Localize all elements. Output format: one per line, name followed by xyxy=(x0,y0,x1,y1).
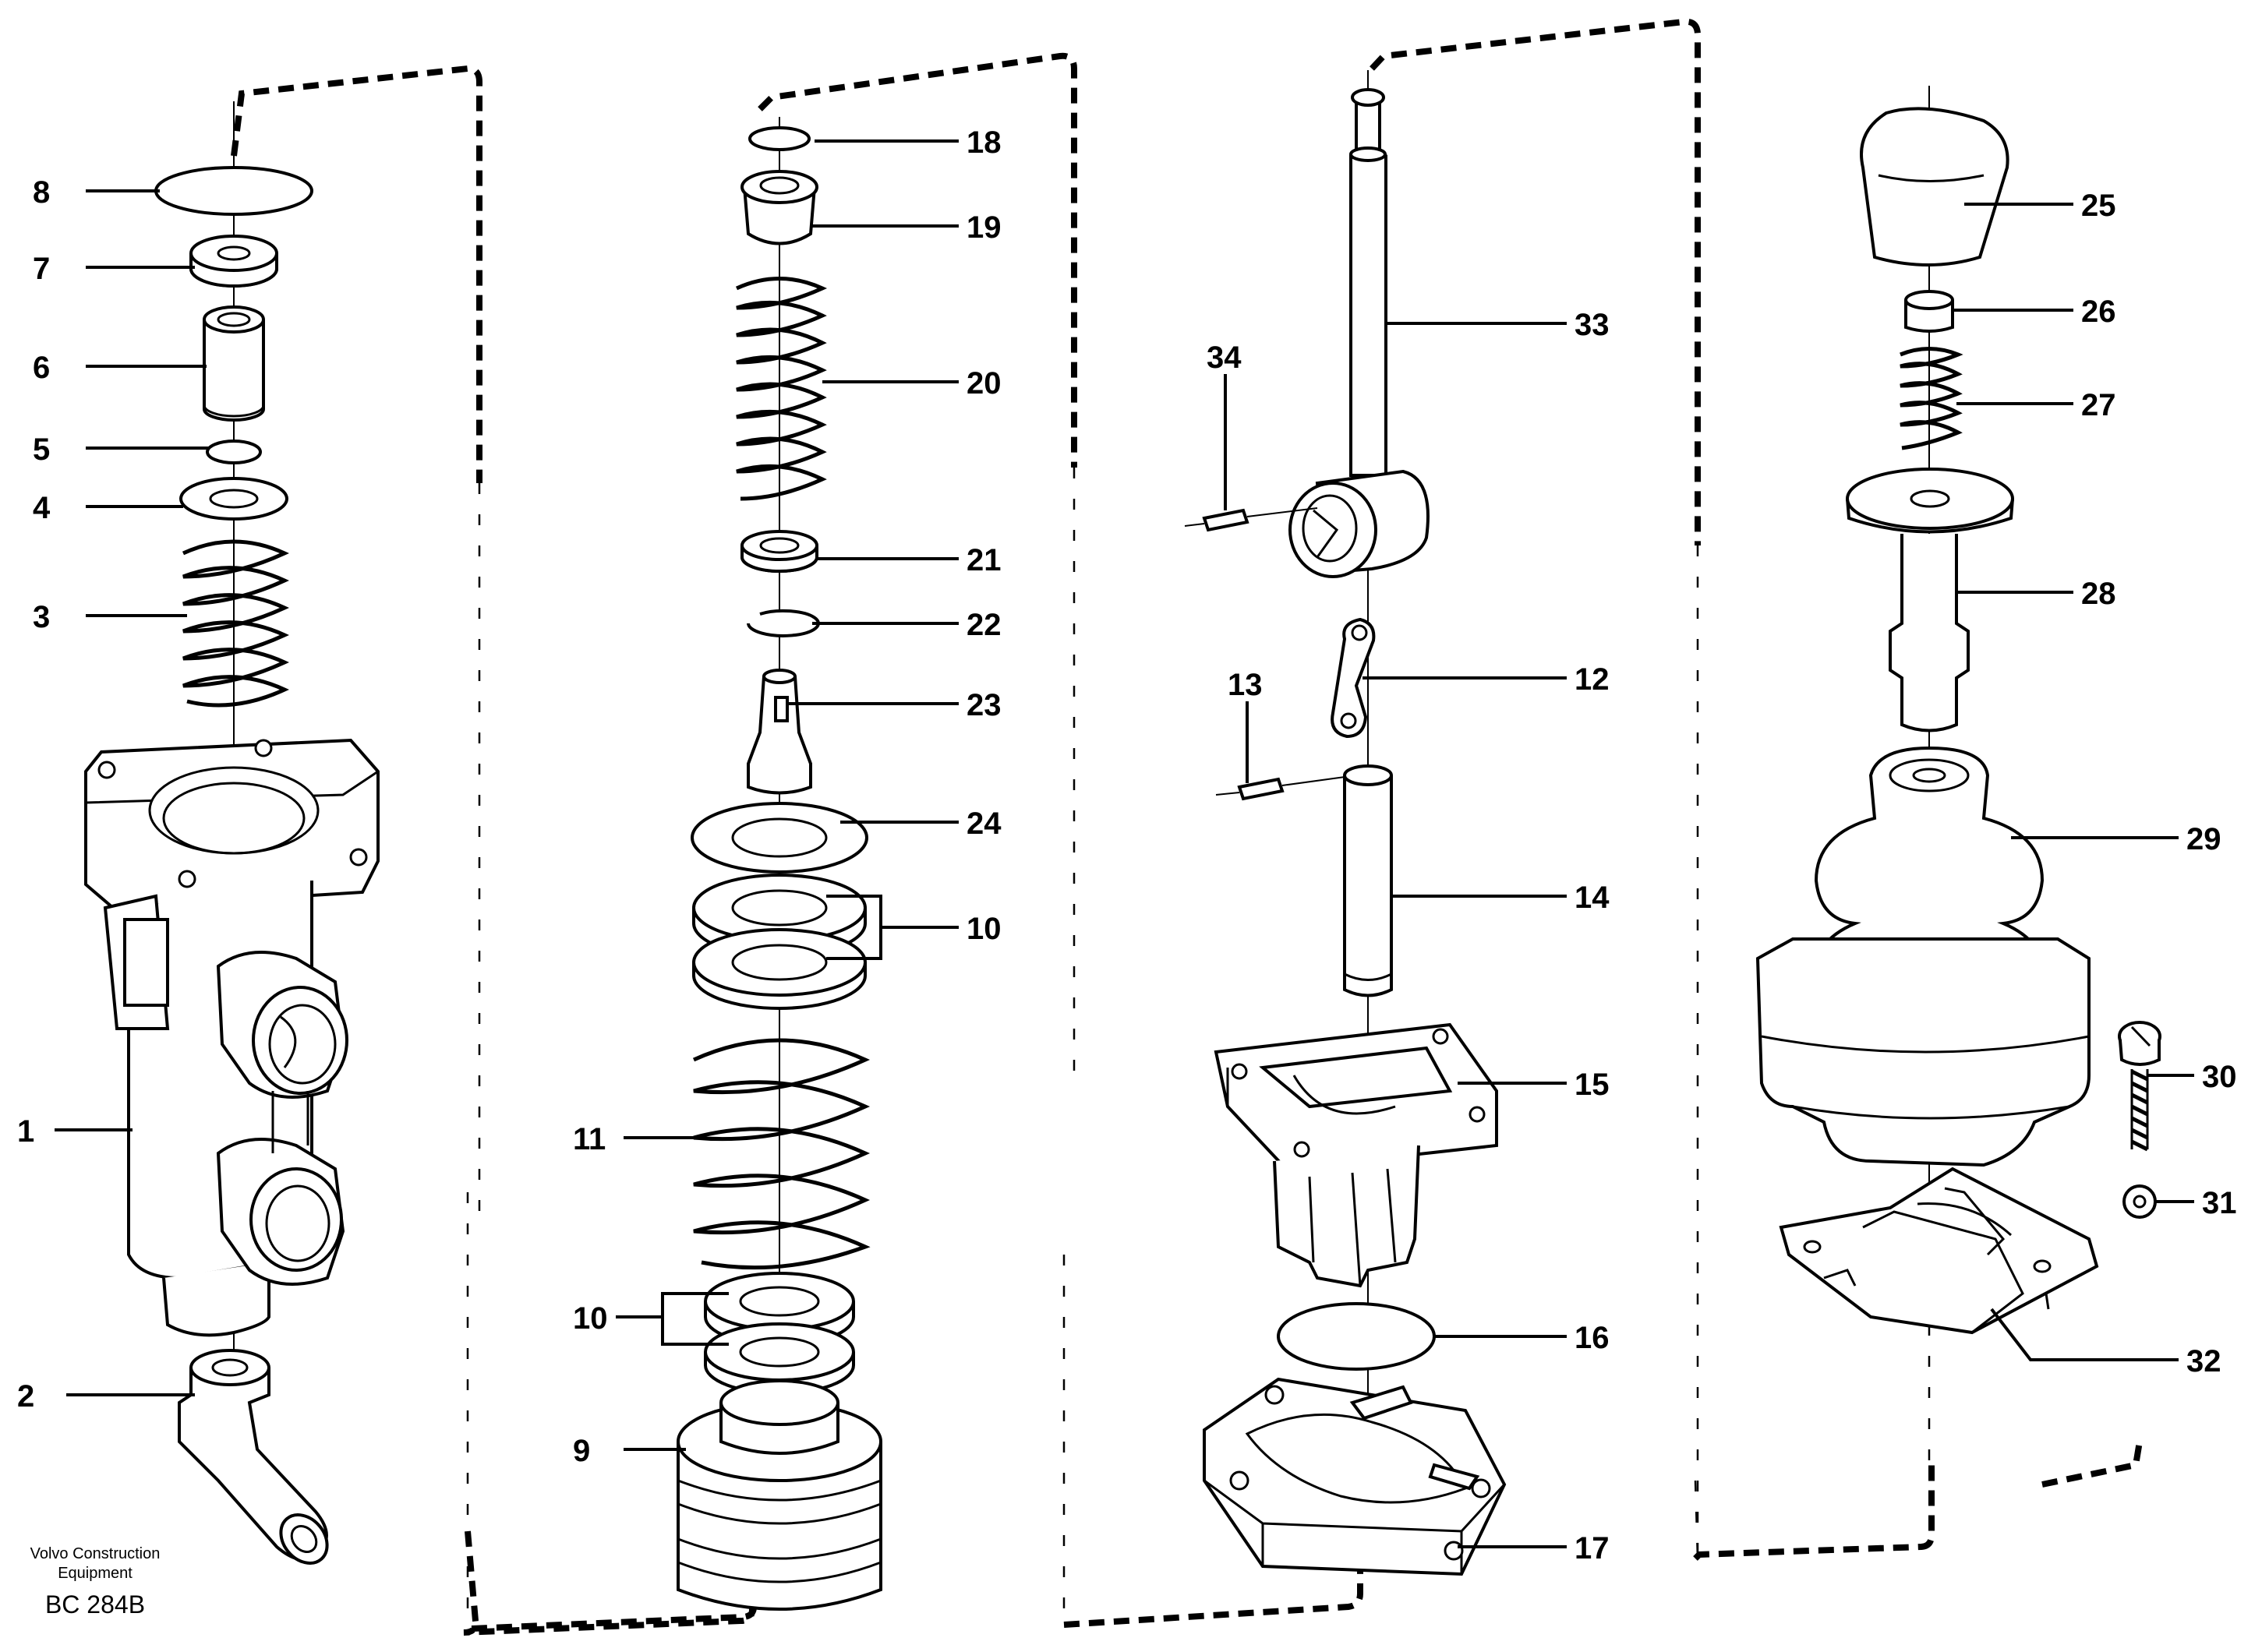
label-16: 16 xyxy=(1575,1321,1610,1355)
label-15: 15 xyxy=(1575,1068,1610,1102)
assembly-boundaries xyxy=(231,18,2143,1636)
part-labels: 8 7 6 5 4 3 1 2 18 19 20 21 22 23 24 10 … xyxy=(17,125,2237,1566)
label-29: 29 xyxy=(2186,822,2221,856)
label-3: 3 xyxy=(33,600,50,634)
label-8: 8 xyxy=(33,175,50,210)
label-7: 7 xyxy=(33,252,50,286)
label-19: 19 xyxy=(967,210,1002,245)
label-13: 13 xyxy=(1228,668,1263,702)
label-23: 23 xyxy=(967,688,1002,722)
label-31: 31 xyxy=(2202,1186,2237,1220)
label-2: 2 xyxy=(17,1379,34,1414)
label-33: 33 xyxy=(1575,308,1610,342)
label-34: 34 xyxy=(1207,341,1242,375)
drawing-code: BC 284B xyxy=(45,1590,145,1618)
label-26: 26 xyxy=(2081,295,2116,329)
column-2-spring-stack xyxy=(677,117,882,1611)
leader-lines xyxy=(55,139,2194,1548)
label-21: 21 xyxy=(967,543,1002,577)
label-9: 9 xyxy=(573,1434,590,1468)
label-14: 14 xyxy=(1575,881,1610,915)
label-6: 6 xyxy=(33,351,50,385)
label-27: 27 xyxy=(2081,388,2116,422)
source-caption: Volvo Construction Equipment BC 284B xyxy=(30,1545,161,1618)
label-22: 22 xyxy=(967,608,1002,642)
label-24: 24 xyxy=(967,807,1002,841)
label-25: 25 xyxy=(2081,189,2116,223)
label-4: 4 xyxy=(33,491,51,525)
label-30: 30 xyxy=(2202,1060,2237,1094)
source-line-1: Volvo Construction xyxy=(30,1545,161,1562)
label-12: 12 xyxy=(1575,662,1610,697)
label-28: 28 xyxy=(2081,577,2116,611)
label-10-upper: 10 xyxy=(967,912,1002,946)
column-4-knob-boot xyxy=(1755,86,2161,1335)
label-18: 18 xyxy=(967,125,1002,160)
label-20: 20 xyxy=(967,366,1002,401)
column-1-valve xyxy=(84,101,380,1565)
label-32: 32 xyxy=(2186,1344,2221,1378)
label-17: 17 xyxy=(1575,1531,1610,1566)
source-line-2: Equipment xyxy=(58,1565,133,1582)
label-5: 5 xyxy=(33,432,50,467)
label-10-lower: 10 xyxy=(573,1301,608,1336)
label-11: 11 xyxy=(573,1122,606,1156)
label-1: 1 xyxy=(17,1114,34,1149)
column-3-lever-housing xyxy=(1184,70,1507,1576)
